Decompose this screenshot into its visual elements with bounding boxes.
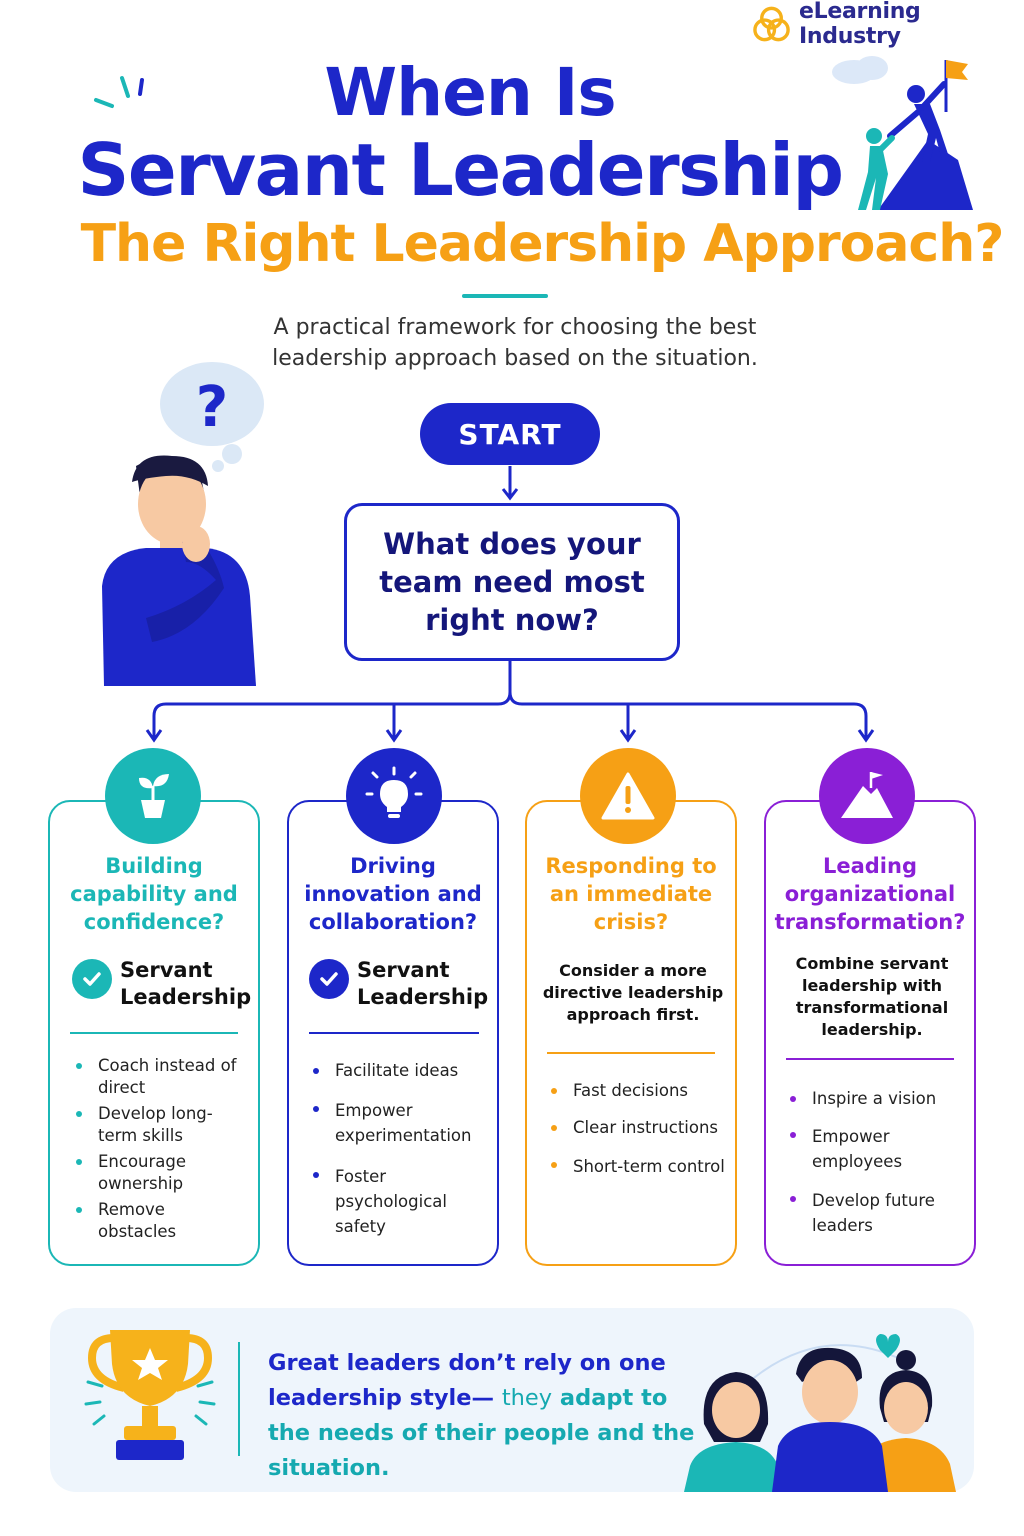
thinking-person-illustration: ? xyxy=(102,362,264,686)
card-building-capability: Building capability and confidence? Serv… xyxy=(48,800,260,1266)
divider xyxy=(547,1052,715,1054)
mountain-flag-icon xyxy=(819,748,915,844)
recommendation-note: Combine servant leadership with transfor… xyxy=(795,954,949,1039)
brand-logo[interactable]: eLearning Industry xyxy=(752,0,1024,49)
bullet-list: Facilitate ideas Empower experimentation… xyxy=(311,1060,487,1239)
check-icon xyxy=(72,959,112,999)
title-line-3: The Right Leadership Approach? xyxy=(80,214,1005,274)
list-item: Remove obstacles xyxy=(74,1199,244,1243)
plant-icon xyxy=(105,748,201,844)
list-item: Coach instead of direct xyxy=(74,1055,244,1099)
list-item: Clear instructions xyxy=(549,1117,725,1139)
card-heading: Leading organizational transformation? xyxy=(774,854,966,934)
bullet-list: Inspire a vision Empower employees Devel… xyxy=(788,1088,964,1238)
verdict-text: Servant Leadership xyxy=(120,958,252,1009)
list-item: Foster psychological safety xyxy=(311,1164,487,1239)
card-driving-innovation: Driving innovation and collaboration? Se… xyxy=(287,800,499,1266)
flow-connectors xyxy=(145,466,875,743)
check-icon xyxy=(309,959,349,999)
recommendation-note: Consider a more directive leadership app… xyxy=(542,961,724,1024)
divider xyxy=(70,1032,238,1034)
bullet-list: Coach instead of direct Develop long-ter… xyxy=(74,1055,244,1243)
card-organizational-transformation: Leading organizational transformation? C… xyxy=(764,800,976,1266)
verdict-text: Servant Leadership xyxy=(357,958,489,1009)
list-item: Inspire a vision xyxy=(788,1088,964,1110)
card-immediate-crisis: Responding to an immediate crisis? Consi… xyxy=(525,800,737,1266)
sparkle-lines-icon xyxy=(94,76,144,108)
card-heading: Driving innovation and collaboration? xyxy=(304,854,482,934)
card-heading: Responding to an immediate crisis? xyxy=(545,854,717,934)
list-item: Fast decisions xyxy=(549,1080,725,1102)
brand-name: eLearning Industry xyxy=(799,0,921,49)
divider xyxy=(309,1032,479,1034)
trophy-icon xyxy=(84,1330,216,1460)
team-people-illustration xyxy=(684,1334,956,1492)
svg-text:?: ? xyxy=(196,375,228,440)
start-button[interactable]: START xyxy=(420,403,600,465)
list-item: Develop future leaders xyxy=(788,1188,964,1238)
verdict: Servant Leadership xyxy=(72,957,252,1011)
list-item: Facilitate ideas xyxy=(311,1060,487,1082)
decision-question: What does your team need most right now? xyxy=(344,503,680,661)
list-item: Empower employees xyxy=(788,1124,964,1174)
list-item: Empower experimentation xyxy=(311,1098,487,1148)
list-item: Develop long-term skills xyxy=(74,1103,244,1147)
footer-divider xyxy=(238,1342,240,1456)
footer-message: Great leaders don’t rely on one leadersh… xyxy=(268,1350,695,1481)
mountain-climber-illustration xyxy=(832,56,973,210)
verdict: Servant Leadership xyxy=(309,957,489,1011)
divider xyxy=(786,1058,954,1060)
bullet-list: Fast decisions Clear instructions Short-… xyxy=(549,1080,725,1179)
list-item: Encourage ownership xyxy=(74,1151,244,1195)
warning-icon xyxy=(580,748,676,844)
title-underline xyxy=(462,294,548,298)
brand-mark-icon xyxy=(753,6,790,42)
title-line-1: When Is xyxy=(324,54,616,131)
card-heading: Building capability and confidence? xyxy=(70,854,238,934)
subtitle: A practical framework for choosing the b… xyxy=(272,315,758,371)
list-item: Short-term control xyxy=(549,1154,725,1179)
title-line-2: Servant Leadership xyxy=(77,128,844,212)
lightbulb-icon xyxy=(346,748,442,844)
